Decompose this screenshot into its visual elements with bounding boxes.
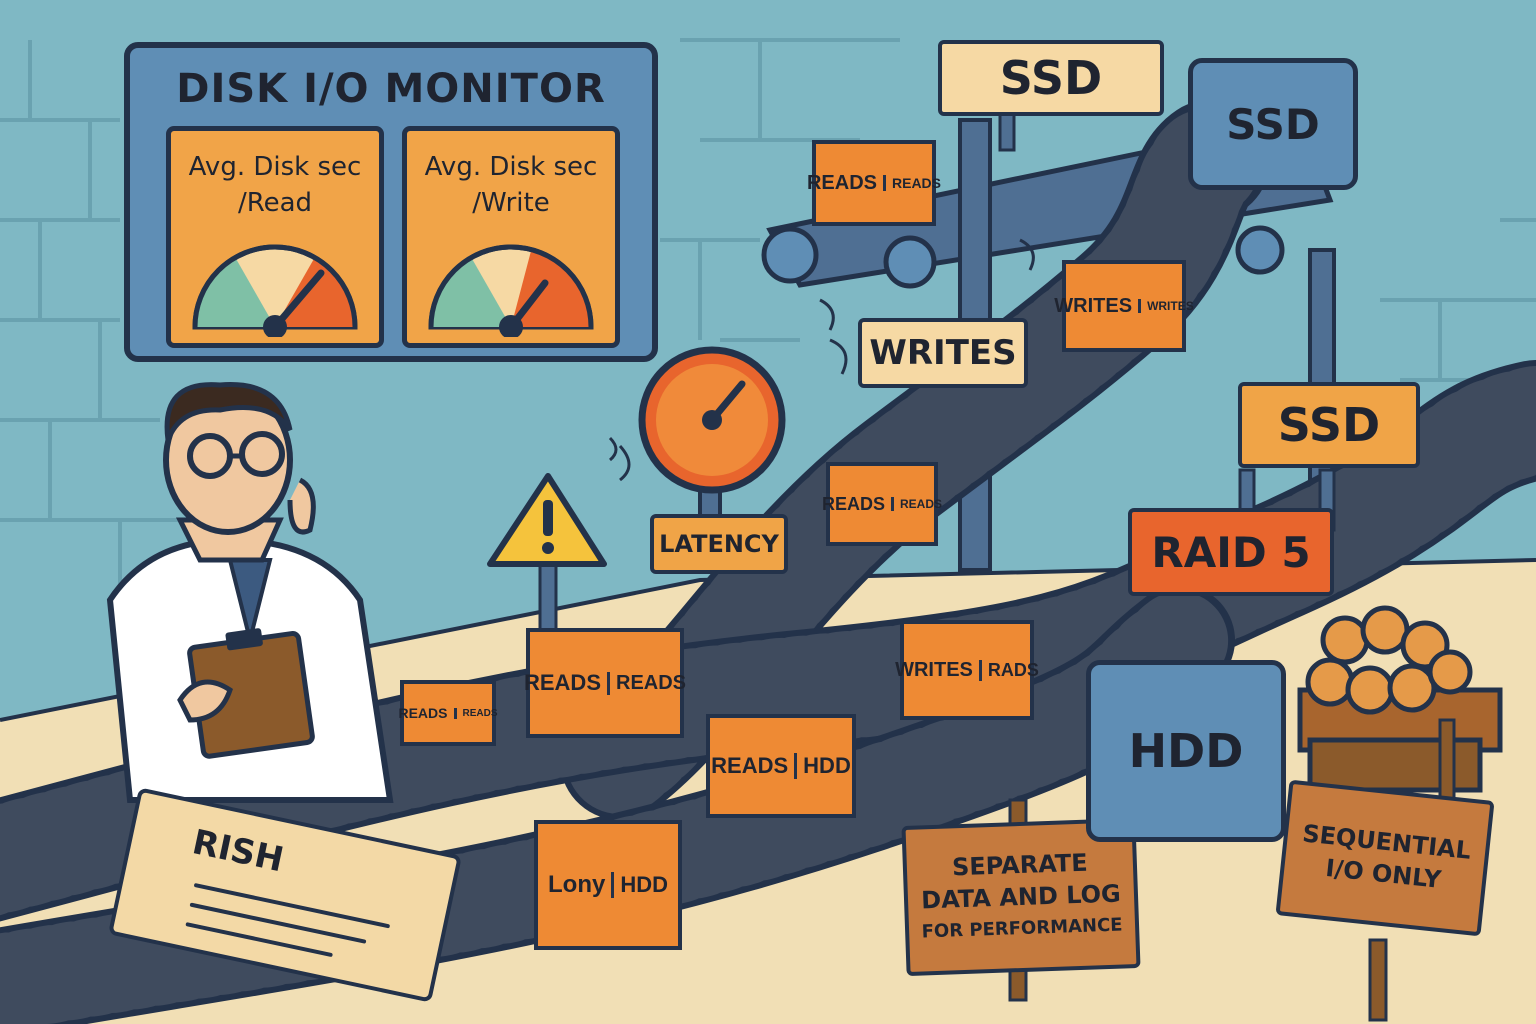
ssd-drive-unit: SSD	[1188, 58, 1358, 190]
read-gauge-dial-icon	[192, 244, 358, 337]
ssd-sign-right: SSD	[1238, 382, 1420, 468]
warning-icon	[487, 473, 607, 642]
read-latency-gauge: Avg. Disk sec /Read	[166, 126, 384, 348]
write-gauge-dial-icon	[428, 244, 594, 337]
paper-title: RISH	[188, 822, 288, 881]
log-pile	[1297, 605, 1503, 822]
read-gauge-label: Avg. Disk sec /Read	[188, 152, 362, 218]
raid5-sign: RAID 5	[1128, 508, 1334, 596]
writes-sign: WRITES	[858, 318, 1028, 388]
engineer-figure	[106, 382, 394, 803]
hdd-drive-unit: HDD	[1086, 660, 1286, 842]
monitor-title: DISK I/O MONITOR	[176, 66, 606, 112]
sequential-io-sign: SEQUENTIAL I/O ONLY	[1275, 779, 1495, 937]
latency-sign: LATENCY	[650, 514, 788, 574]
ssd-sign-top: SSD	[938, 40, 1164, 116]
paper-line	[189, 902, 367, 944]
latency-gauge-dial	[638, 346, 786, 572]
write-latency-gauge: Avg. Disk sec /Write	[402, 126, 620, 348]
write-gauge-label: Avg. Disk sec /Write	[424, 152, 598, 218]
paper-line	[193, 882, 391, 929]
brick-pattern	[0, 38, 1536, 600]
disk-io-monitor-panel: DISK I/O MONITOR Avg. Disk sec /Read Avg…	[124, 42, 658, 362]
